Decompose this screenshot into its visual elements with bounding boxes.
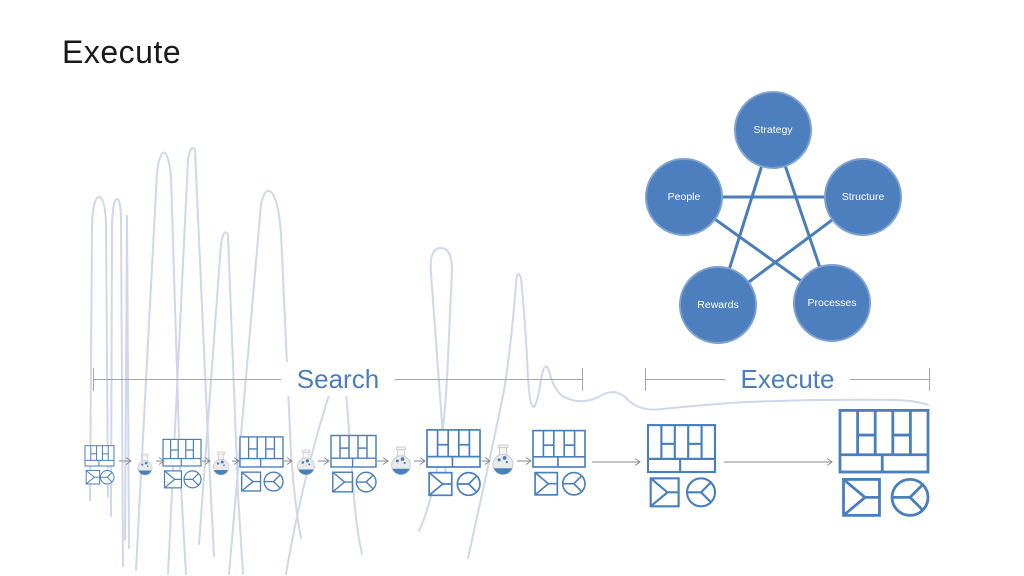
business-model-canvas-icon [239, 436, 284, 468]
customer-profile-circle-icon [456, 471, 481, 497]
star-node-label: Rewards [697, 299, 739, 311]
bmc-unit [838, 408, 930, 517]
step-arrow-icon [156, 457, 165, 465]
customer-profile-circle-icon [561, 471, 586, 496]
phase-execute: Execute [645, 362, 930, 396]
experiment-flask-icon [297, 449, 315, 476]
bmc-unit [330, 434, 377, 493]
experiment-flask-icon [492, 444, 514, 475]
step-arrow-icon [377, 457, 389, 465]
step-arrow-icon [232, 457, 240, 465]
star-node-label: Structure [841, 191, 885, 203]
customer-profile-circle-icon [99, 469, 115, 485]
star-node-structure: Structure [824, 158, 902, 236]
value-map-square-icon [428, 471, 453, 497]
business-model-canvas-icon [646, 424, 717, 474]
value-map-square-icon [85, 469, 101, 485]
bmc-unit [239, 436, 284, 492]
value-map-square-icon [649, 477, 680, 508]
experiment-flask-icon [391, 446, 411, 475]
step-arrow-icon [482, 457, 491, 465]
step-arrow-icon [318, 457, 330, 465]
bmc-unit [84, 445, 115, 485]
star-node-label: Strategy [753, 124, 793, 136]
star-node-label: People [667, 191, 701, 203]
bmc-unit [426, 429, 481, 497]
business-model-canvas-icon [838, 408, 930, 474]
business-model-canvas-icon [162, 438, 202, 467]
step-arrow-icon [414, 457, 426, 465]
step-arrow-icon [724, 458, 833, 466]
customer-profile-circle-icon [685, 477, 717, 508]
phase-label-execute: Execute [724, 362, 851, 396]
step-arrow-icon [517, 457, 532, 465]
step-arrow-icon [592, 458, 641, 466]
bmc-unit [532, 429, 586, 496]
value-map-square-icon [332, 471, 354, 493]
customer-profile-circle-icon [355, 471, 377, 493]
customer-profile-circle-icon [263, 471, 284, 492]
value-map-square-icon [163, 470, 183, 489]
phase-search: Search [93, 362, 583, 396]
bmc-unit [162, 438, 202, 489]
value-map-square-icon [842, 477, 881, 517]
bmc-unit [646, 424, 717, 508]
phase-label-search: Search [280, 362, 396, 396]
star-node-rewards: Rewards [679, 266, 757, 344]
experiment-flask-icon [137, 453, 153, 476]
phase-tick-right [929, 368, 930, 391]
business-model-canvas-icon [84, 445, 115, 467]
step-arrow-icon [119, 457, 132, 465]
step-arrow-icon [202, 457, 211, 465]
customer-profile-circle-icon [183, 470, 202, 489]
star-node-strategy: Strategy [734, 91, 812, 169]
sketch-scribble-left [89, 147, 363, 575]
business-model-canvas-icon [532, 429, 586, 468]
experiment-flask-icon [212, 451, 230, 476]
star-node-label: Processes [807, 297, 857, 309]
business-model-canvas-icon [330, 434, 377, 468]
value-map-square-icon [241, 471, 262, 492]
value-map-square-icon [534, 471, 559, 496]
phase-tick-right [582, 368, 583, 391]
star-node-processes: Processes [793, 264, 871, 342]
business-model-canvas-icon [426, 429, 481, 468]
customer-profile-circle-icon [890, 477, 930, 517]
star-node-people: People [645, 158, 723, 236]
slide-title: Execute [62, 34, 182, 70]
step-arrow-icon [284, 457, 293, 465]
